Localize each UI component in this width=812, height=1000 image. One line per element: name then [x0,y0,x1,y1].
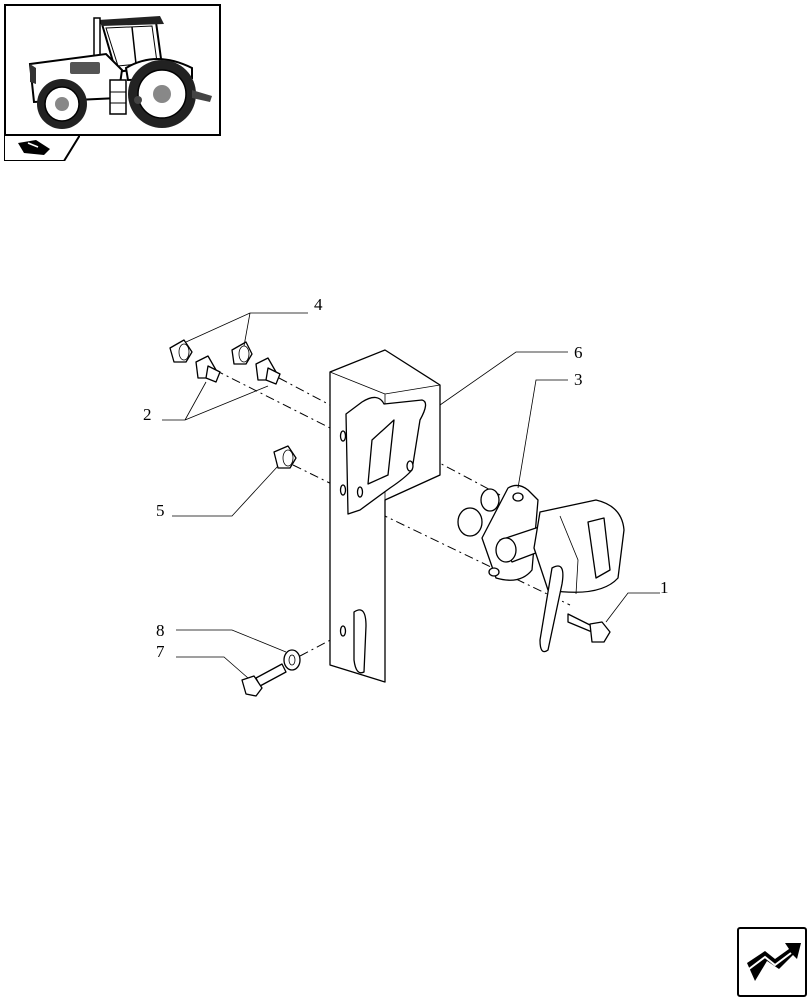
callout-1: 1 [660,578,669,597]
tractor-icon [28,16,212,129]
bracket-part [329,349,441,683]
callout-2: 2 [143,405,152,424]
stud-part [195,355,221,383]
leader-lines [162,312,660,679]
callout-3: 3 [574,370,583,389]
nut-part [231,341,253,365]
next-page-button[interactable] [737,927,807,997]
hand-pointing-icon [18,140,50,155]
nut-part [169,339,193,363]
callout-7: 7 [156,642,165,661]
tractor-thumbnail [4,4,221,136]
callout-5: 5 [156,501,165,520]
section-tab [4,135,80,161]
callout-8: 8 [156,621,165,640]
nut-part [273,445,297,469]
screw-part [241,663,287,697]
callout-4: 4 [314,295,323,314]
washer-part [283,649,301,671]
arrow-next-icon [747,943,801,981]
socket-part [457,484,625,653]
callout-6: 6 [574,343,583,362]
stud-part [255,357,281,385]
screw-part [567,613,611,643]
